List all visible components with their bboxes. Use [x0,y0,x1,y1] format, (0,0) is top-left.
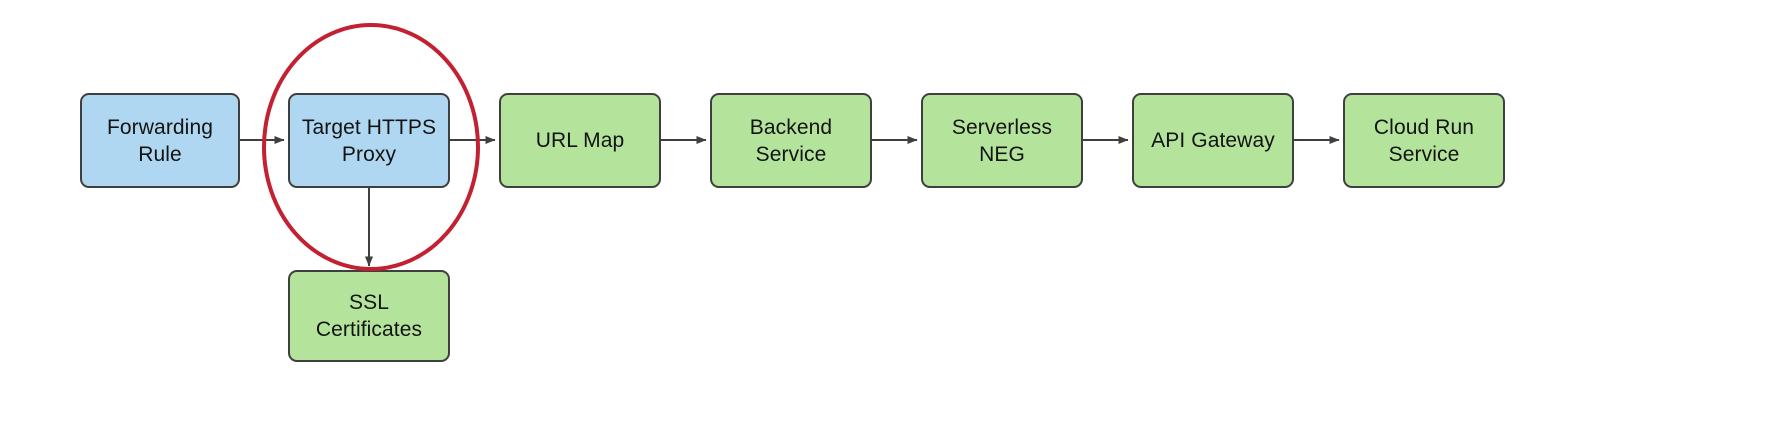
node-label: URL Map [535,129,625,152]
node-ssl-certificates[interactable]: SSL Certificates [288,270,450,362]
node-label: Cloud Run Service [1373,115,1475,166]
node-api-gateway[interactable]: API Gateway [1132,93,1294,188]
node-label: SSL Certificates [315,291,423,341]
node-forwarding-rule[interactable]: Forwarding Rule [80,93,240,188]
node-cloud-run-service[interactable]: Cloud Run Service [1343,93,1505,188]
node-label: Target HTTPS Proxy [301,115,437,166]
node-url-map[interactable]: URL Map [499,93,661,188]
node-label: Forwarding Rule [106,115,214,166]
node-serverless-neg[interactable]: Serverless NEG [921,93,1083,188]
node-label: Serverless NEG [951,115,1053,166]
node-label: Backend Service [749,115,833,166]
node-backend-service[interactable]: Backend Service [710,93,872,188]
node-target-https-proxy[interactable]: Target HTTPS Proxy [288,93,450,188]
node-label: API Gateway [1151,129,1275,152]
